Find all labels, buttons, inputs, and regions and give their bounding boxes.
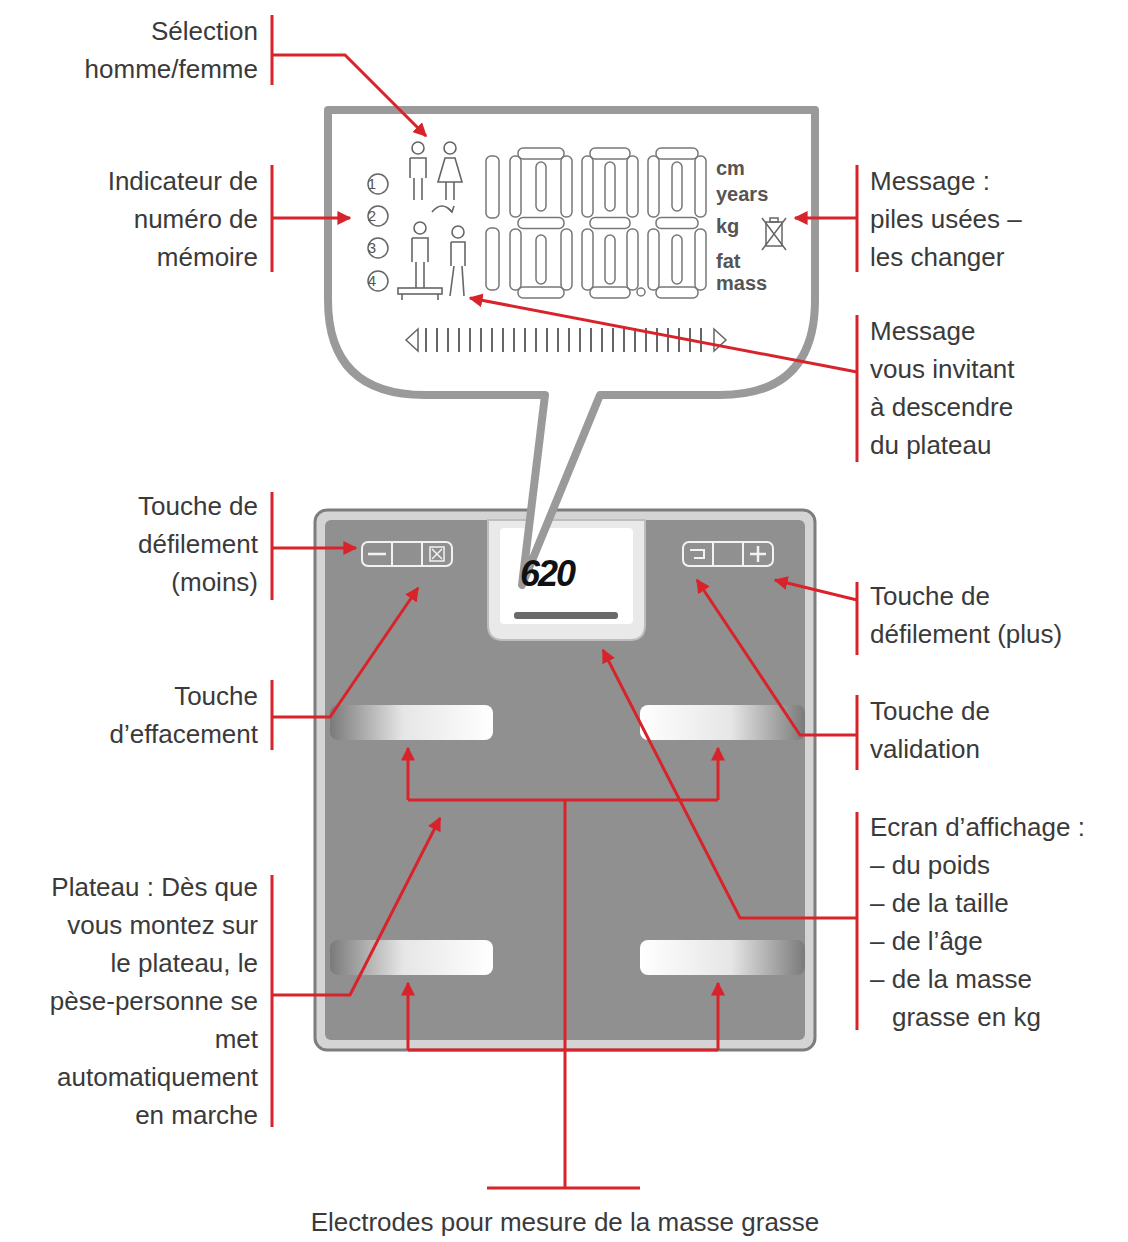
lcd-segment [605,235,615,284]
lcd-unit: years [716,182,786,206]
progress-tick [436,328,438,352]
progress-tick [513,328,515,352]
lcd-segment [627,156,638,217]
progress-tick [491,328,493,352]
progress-tick [469,328,471,352]
lcd-segment [648,229,659,290]
progress-tick [590,328,592,352]
lcd-segment [656,218,698,229]
weight-display: 620 [520,552,610,596]
lcd-unit: kg [716,214,761,238]
progress-tick [447,328,449,352]
lcd-segment [510,229,521,290]
lcd-segment [648,156,659,217]
callout-label: Touche de défilement (plus) [870,577,1100,653]
progress-tick [557,328,559,352]
callout-list-item: – de la taille [870,884,1110,922]
memory-number: 2 [366,206,378,226]
callout-label: Message vous invitant à descendre du pla… [870,312,1032,464]
progress-tick [678,328,680,352]
lcd-segment [486,228,499,290]
lcd-segment [536,162,546,211]
electrodes [330,705,805,975]
lcd-unit: fat mass [716,250,772,294]
progress-tick [601,328,603,352]
callout-list-item: – de la masse grasse en kg [870,960,1085,1036]
lcd-segment [672,235,682,284]
memory-number: 1 [366,174,378,194]
progress-tick [634,328,636,352]
callout-list-item: – du poids [870,846,1110,884]
lcd-segment [656,287,698,298]
lcd-segment [510,156,521,217]
progress-tick [458,328,460,352]
lcd-segment [486,156,499,218]
lcd-segment [561,229,572,290]
lcd-display [368,142,786,352]
progress-tick [524,328,526,352]
progress-tick [535,328,537,352]
lcd-segment [561,156,572,217]
lcd-segment [605,162,615,211]
callout-list-item: – de l’âge [870,922,1110,960]
memory-number: 3 [366,238,378,258]
callout-label: Touche de validation [870,692,1030,768]
progress-tick [546,328,548,352]
progress-tick [579,328,581,352]
lcd-segment [582,229,593,290]
progress-tick [502,328,504,352]
lcd-segment [518,287,564,298]
lcd-unit: cm [716,156,776,180]
lcd-segment [590,148,630,159]
leader-lines [272,15,857,1188]
lcd-segment [518,148,564,159]
lcd-segment [672,162,682,211]
progress-tick [480,328,482,352]
lcd-segment [590,287,630,298]
lcd-segment [536,235,546,284]
callout-label: Touche d’effacement [88,677,258,753]
progress-tick [700,328,702,352]
progress-tick [425,328,427,352]
progress-tick [612,328,614,352]
callout-label: Plateau : Dès que vous montez sur le pla… [43,868,258,1134]
progress-tick [568,328,570,352]
lcd-segment [695,229,706,290]
lcd-segment [695,156,706,217]
lcd-segment [656,148,698,159]
lcd-callout [328,110,815,585]
lcd-segment [590,218,630,229]
callout-label: Touche de défilement (moins) [88,487,258,601]
progress-tick [656,328,658,352]
callout-label: Electrodes pour mesure de la masse grass… [311,1203,820,1241]
memory-number: 4 [366,271,378,291]
lcd-segment [518,218,564,229]
callout-label: Message : piles usées – les changer [870,162,1045,276]
callout-label: Ecran d’affichage : [870,808,1120,846]
lcd-segment [627,229,638,290]
progress-tick [667,328,669,352]
lcd-segment [582,156,593,217]
callout-label: Sélection homme/femme [18,12,258,88]
progress-tick [623,328,625,352]
callout-label: Indicateur de numéro de mémoire [58,162,258,276]
